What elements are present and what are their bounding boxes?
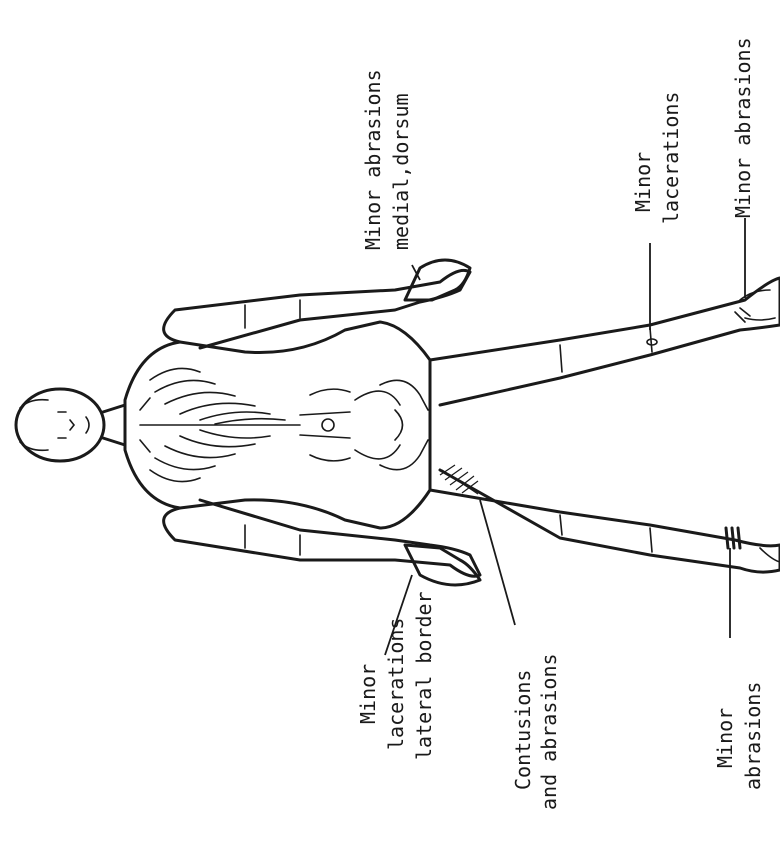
label-minor-lacerations-lateral-border: Minor lacerations lateral border	[356, 591, 436, 760]
label-line: abrasions	[741, 682, 765, 790]
abdomen	[300, 389, 400, 461]
lower-foot	[760, 548, 780, 562]
label-minor-lacerations-upper: Minor lacerations	[631, 92, 683, 224]
label-line: lacerations	[384, 618, 408, 750]
leader-contusions	[480, 500, 515, 625]
label-line: Minor	[356, 664, 380, 724]
upper-leg-outline	[430, 278, 780, 405]
ribcage	[140, 368, 300, 481]
label-line: lacerations	[659, 92, 683, 224]
label-line: Contusions	[511, 670, 535, 790]
label-minor-abrasions-foot: Minor abrasions	[731, 37, 755, 218]
label-line: medial,dorsum	[389, 93, 413, 250]
label-line: Minor	[713, 708, 737, 768]
lower-leg-outline	[430, 470, 780, 572]
head	[16, 389, 104, 461]
label-minor-abrasions-medial-dorsum: Minor abrasions medial,dorsum	[361, 69, 413, 250]
label-contusions-and-abrasions: Contusions and abrasions	[511, 653, 561, 810]
lower-leg-abrasion-bands	[726, 528, 740, 548]
human-figure	[16, 260, 780, 585]
label-line: lateral border	[412, 591, 436, 760]
label-line: Minor abrasions	[731, 37, 755, 218]
annotations: Minor abrasions medial,dorsum Minor lace…	[356, 37, 765, 810]
neck	[103, 405, 125, 445]
label-line: Minor	[631, 152, 655, 212]
upper-hand	[405, 260, 470, 300]
label-minor-abrasions-lower: Minor abrasions	[713, 682, 765, 790]
pelvis	[380, 380, 428, 469]
label-line: and abrasions	[537, 653, 561, 810]
upper-arm-outline	[164, 270, 470, 348]
label-line: Minor abrasions	[361, 69, 385, 250]
